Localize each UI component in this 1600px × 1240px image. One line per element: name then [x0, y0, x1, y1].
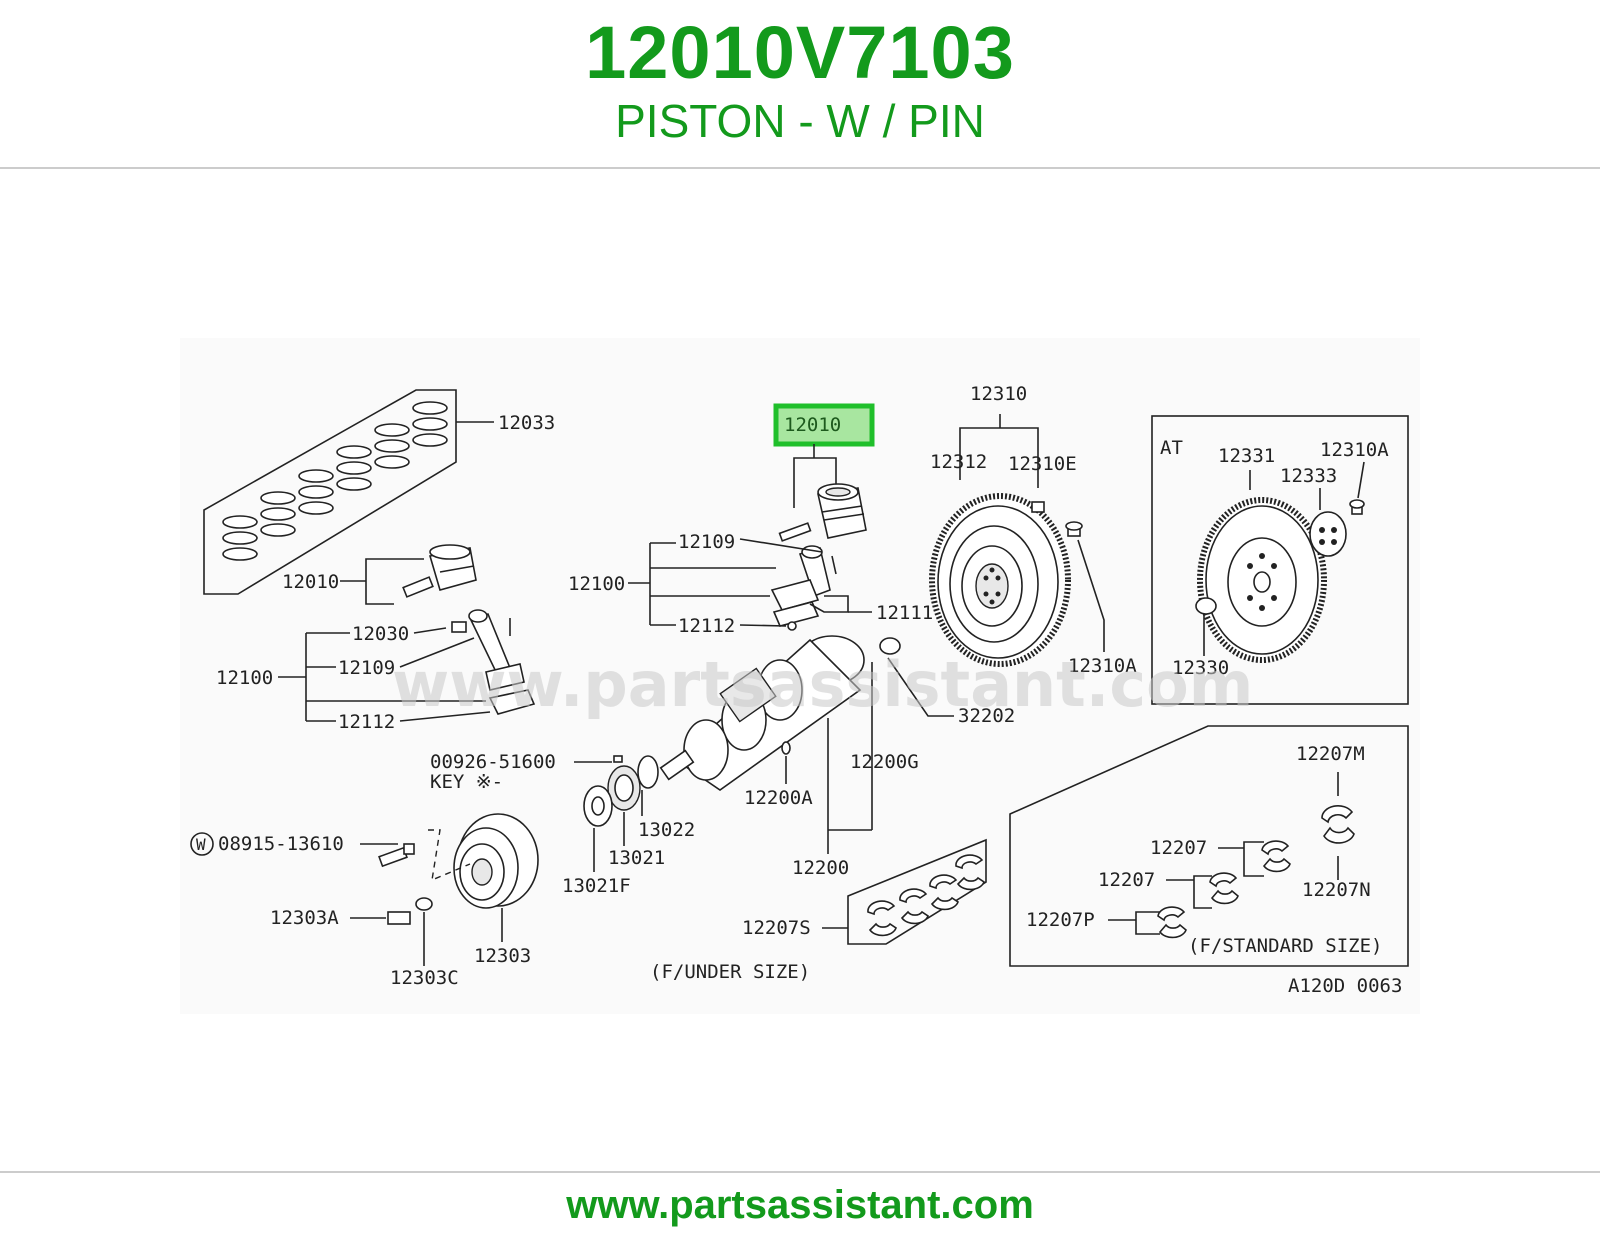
piston-center	[778, 483, 867, 542]
callout-12033: 12033	[498, 412, 555, 434]
callout-12331: 12331	[1218, 445, 1275, 467]
callout-12312: 12312	[930, 451, 987, 473]
part-number-title: 12010V7103	[585, 11, 1015, 94]
crank-sprocket	[583, 755, 659, 827]
callout-12200A: 12200A	[744, 787, 813, 809]
callout-12207N: 12207N	[1302, 879, 1371, 901]
callout-12303A: 12303A	[270, 907, 339, 929]
under-size-note: (F/UNDER SIZE)	[650, 961, 810, 983]
reinforce-plate	[1309, 499, 1365, 557]
callout-12109-left: 12109	[338, 657, 395, 679]
callout-08915-13610: 08915-13610	[218, 833, 344, 855]
highlighted-callout-box[interactable]	[773, 403, 875, 447]
callout-00926-51600: 00926-51600	[430, 751, 556, 773]
callout-13021: 13021	[608, 847, 665, 869]
pulley-bolt	[378, 843, 415, 868]
callout-12030: 12030	[352, 623, 409, 645]
drawing-code: A120D 0063	[1288, 975, 1402, 997]
callout-12111: 12111	[876, 602, 933, 624]
footer-divider	[0, 1171, 1600, 1173]
callout-12100-mid: 12100	[568, 573, 625, 595]
callout-12330: 12330	[1172, 657, 1229, 679]
callout-12310E: 12310E	[1008, 453, 1077, 475]
crankshaft	[659, 635, 901, 791]
callout-12200: 12200	[792, 857, 849, 879]
callout-32202: 32202	[958, 705, 1015, 727]
callout-12207S: 12207S	[742, 917, 811, 939]
piston-ring-set	[203, 389, 457, 595]
callout-12010-highlight[interactable]: 12010	[784, 414, 841, 436]
callout-12010-left: 12010	[282, 571, 339, 593]
at-label: AT	[1160, 437, 1183, 459]
footer-url[interactable]: www.partsassistant.com	[566, 1183, 1034, 1227]
standard-size-note: (F/STANDARD SIZE)	[1188, 935, 1382, 957]
part-description: PISTON - W / PIN	[615, 95, 985, 147]
callout-12333: 12333	[1280, 465, 1337, 487]
callout-12112-left: 12112	[338, 711, 395, 733]
connecting-rod-left	[451, 609, 536, 715]
header-divider	[0, 167, 1600, 169]
undersize-bearings	[867, 854, 985, 937]
callout-12200G: 12200G	[850, 751, 919, 773]
standard-bearings	[1157, 805, 1355, 939]
callout-12109-mid: 12109	[678, 531, 735, 553]
undersize-bearing-box	[847, 838, 987, 945]
callout-12207M: 12207M	[1296, 743, 1365, 765]
connecting-rod-center	[770, 545, 837, 631]
washer-mark: W	[196, 835, 206, 854]
watermark: www.partsassistant.com	[392, 648, 1253, 721]
callout-12100-left: 12100	[216, 667, 273, 689]
callout-12303: 12303	[474, 945, 531, 967]
callout-12310: 12310	[970, 383, 1027, 405]
callout-13022: 13022	[638, 819, 695, 841]
callout-13021F: 13021F	[562, 875, 631, 897]
flywheel	[929, 493, 1071, 667]
callout-12310A-main: 12310A	[1068, 655, 1137, 677]
callout-12207P: 12207P	[1026, 909, 1095, 931]
callout-12310A-at: 12310A	[1320, 439, 1389, 461]
drive-plate	[1195, 497, 1327, 663]
callout-12112-mid: 12112	[678, 615, 735, 637]
key-note: KEY ※-	[430, 771, 503, 793]
standard-bearing-box	[1009, 725, 1409, 967]
crank-pulley	[453, 813, 539, 909]
at-drive-plate-box	[1151, 415, 1409, 705]
piston-left	[402, 544, 477, 598]
bolt-12303A	[387, 897, 433, 925]
callout-12303C: 12303C	[390, 967, 459, 989]
callout-12207-b: 12207	[1098, 869, 1155, 891]
callout-12207-a: 12207	[1150, 837, 1207, 859]
flywheel-bolt	[1065, 521, 1083, 537]
